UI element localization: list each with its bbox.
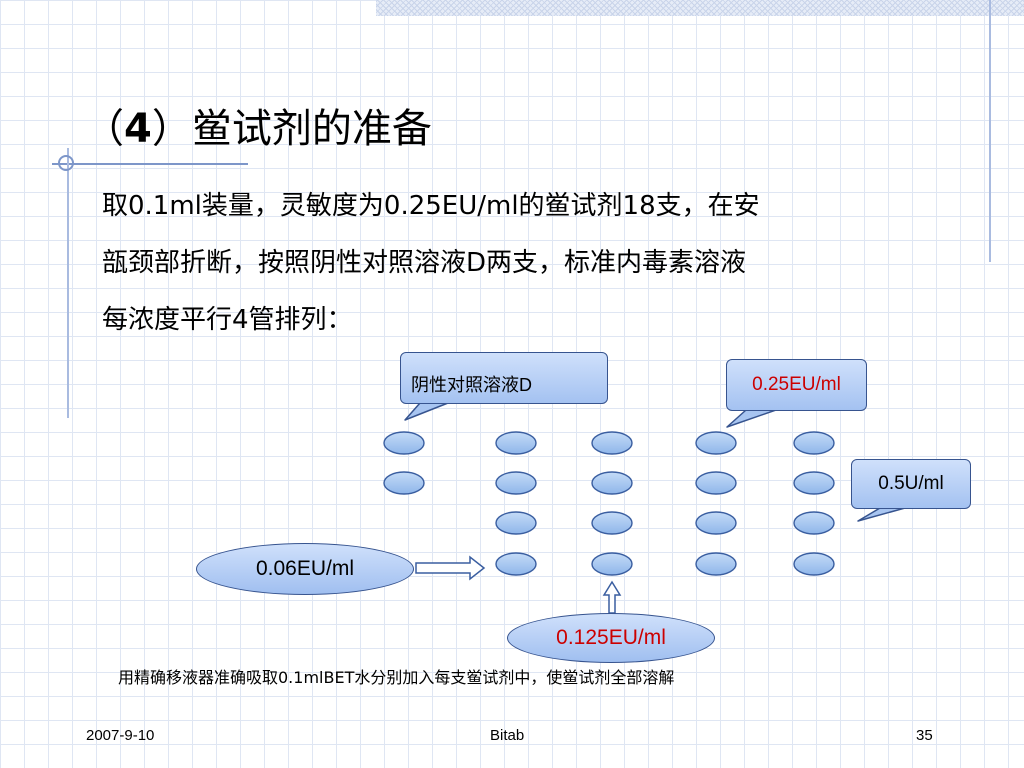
tube-1-2 <box>383 471 425 495</box>
title-underline-divider <box>52 163 248 165</box>
callout-negative-tail <box>404 402 449 421</box>
top-decorative-bar <box>376 0 1024 16</box>
page-number: 35 <box>916 727 933 744</box>
callout-025-tail <box>726 409 777 428</box>
label-0125-eu: 0.125EU/ml <box>507 613 715 663</box>
title-prefix: （ <box>84 106 124 152</box>
tube-2-1 <box>495 431 537 455</box>
left-vertical-rule <box>67 148 69 418</box>
tube-2-4 <box>495 552 537 576</box>
slide-body: 取0.1ml装量，灵敏度为0.25EU/ml的鲎试剂18支，在安 瓿颈部折断，按… <box>102 178 962 349</box>
tube-3-3 <box>591 511 633 535</box>
footer-date: 2007-9-10 <box>86 727 155 744</box>
tube-3-2 <box>591 471 633 495</box>
title-text: ）鲎试剂的准备 <box>151 106 432 152</box>
tube-5-1 <box>793 431 835 455</box>
tube-5-3 <box>793 511 835 535</box>
instruction-note: 用精确移液器准确吸取0.1mlBET水分别加入每支鲎试剂中，使鲎试剂全部溶解 <box>118 668 675 687</box>
tube-3-4 <box>591 552 633 576</box>
body-line-2: 瓿颈部折断，按照阴性对照溶液D两支，标准内毒素溶液 <box>102 248 747 278</box>
callout-05-tail <box>857 507 906 522</box>
slide-title: （4）鲎试剂的准备 <box>84 96 432 154</box>
tube-4-2 <box>695 471 737 495</box>
tube-5-4 <box>793 552 835 576</box>
tube-4-3 <box>695 511 737 535</box>
arrow-right-icon <box>415 555 486 581</box>
callout-negative-control: 阴性对照溶液D <box>400 352 608 404</box>
callout-05-u: 0.5U/ml <box>851 459 971 509</box>
callout-025-eu: 0.25EU/ml <box>726 359 867 411</box>
arrow-up-icon <box>602 580 622 614</box>
tube-3-1 <box>591 431 633 455</box>
label-006-eu: 0.06EU/ml <box>196 543 414 595</box>
tube-2-2 <box>495 471 537 495</box>
right-vertical-rule <box>989 0 991 262</box>
body-line-3: 每浓度平行4管排列： <box>102 305 353 335</box>
tube-5-2 <box>793 471 835 495</box>
tube-grid <box>383 431 835 576</box>
tube-1-1 <box>383 431 425 455</box>
tube-4-4 <box>695 552 737 576</box>
title-number: 4 <box>124 106 152 152</box>
tube-2-3 <box>495 511 537 535</box>
tube-4-1 <box>695 431 737 455</box>
footer-center-text: Bitab <box>490 727 525 744</box>
body-line-1: 取0.1ml装量，灵敏度为0.25EU/ml的鲎试剂18支，在安 <box>102 191 760 221</box>
rule-circle-ornament <box>58 155 74 171</box>
